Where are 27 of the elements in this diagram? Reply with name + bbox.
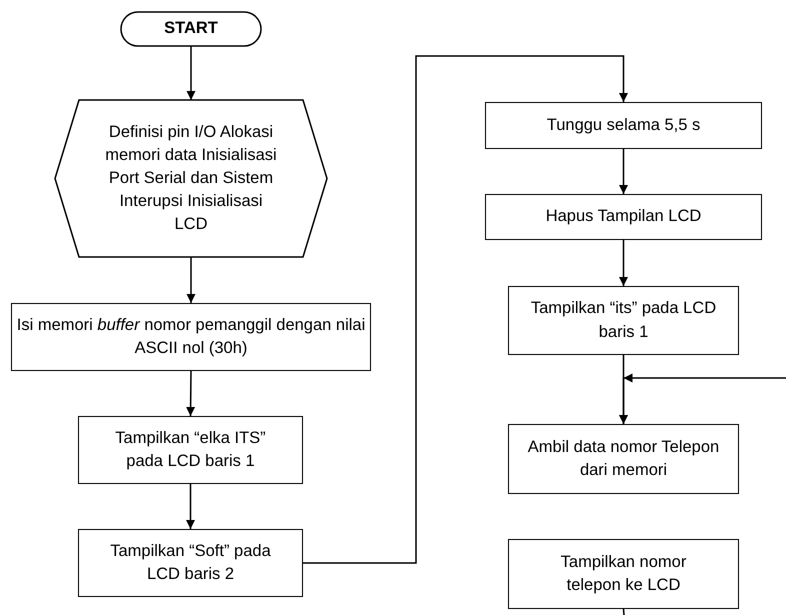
- process-box: [78, 416, 303, 484]
- arrow: [619, 149, 628, 194]
- node-text: Tampilkan “elka ITS” pada LCD baris 1: [114, 428, 267, 472]
- node-text: Ambil data nomor Telepon dari memori: [526, 436, 720, 481]
- node-text: Tampilkan nomor telepon ke LCD: [560, 552, 688, 596]
- process-box: [508, 286, 739, 355]
- connector-line: [622, 608, 625, 615]
- node-text: Hapus Tampilan LCD: [546, 206, 702, 228]
- arrow: [186, 46, 196, 100]
- node-text: Definisi pin I/O Alokasi memori data Inisialisasi Port Serial dan Sistem Interupsi Inisialisasi LCD: [105, 122, 277, 236]
- process-box: [11, 303, 371, 371]
- node-text: Isi memori buffer nomor pemanggil dengan nilai ASCII nol (30h): [16, 314, 366, 359]
- arrow: [186, 257, 196, 303]
- node-text: Tampilkan “its” pada LCD baris 1: [530, 298, 718, 342]
- node-text: Tunggu selama 5,5 s: [546, 114, 700, 136]
- node-text: START: [164, 18, 218, 40]
- arrow: [186, 371, 196, 416]
- process-box: [485, 102, 762, 149]
- node-text: Tampilkan “Soft” pada LCD baris 2: [109, 540, 272, 585]
- process-box: [485, 194, 762, 240]
- arrow: [303, 55, 628, 564]
- arrow: [186, 484, 195, 529]
- process-box: [508, 539, 739, 609]
- arrow: [619, 374, 786, 424]
- arrow: [619, 240, 628, 286]
- process-box: [508, 424, 739, 494]
- process-box: [78, 529, 303, 597]
